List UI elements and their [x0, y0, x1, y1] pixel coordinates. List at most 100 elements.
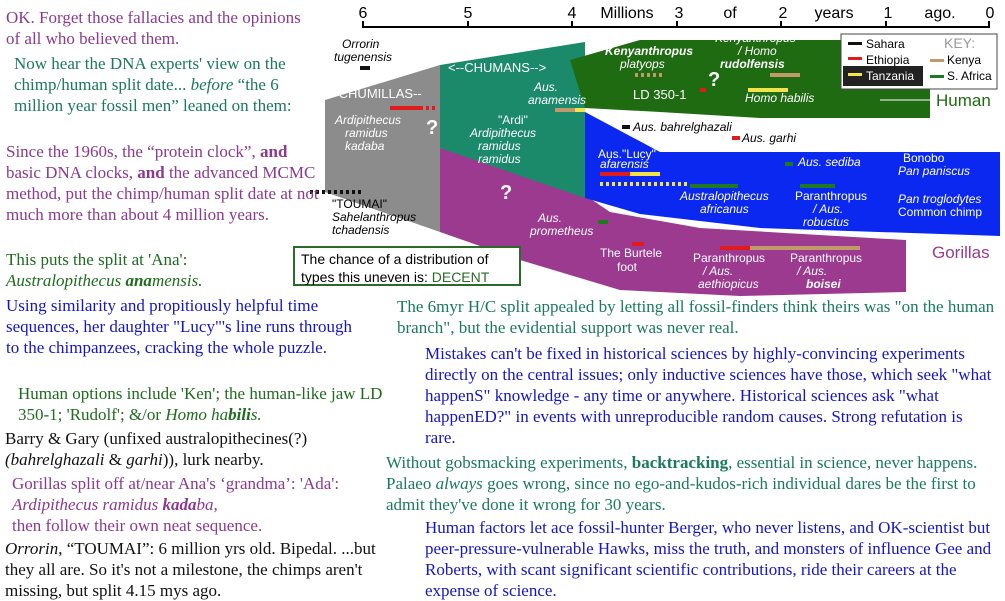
axis-label-years: years — [814, 5, 853, 22]
key-ethiopia: Ethiopia — [866, 53, 910, 67]
left-para-3: Since the 1960s, the “protein clock”, an… — [6, 141, 326, 225]
right-p3-a: Without gobsmacking experiments, — [386, 453, 628, 472]
taxon-boisei: boisei — [806, 277, 841, 291]
chance-value: DECENT — [431, 269, 490, 285]
taxon-habilis: Homo habilis — [745, 91, 814, 105]
left-para-9: Orrorin, “TOUMAI”: 6 million yrs old. Bi… — [5, 538, 405, 601]
chumans-label: <--CHUMANS--> — [448, 60, 546, 75]
taxon-foot: foot — [617, 260, 638, 274]
left-para-6: Human options include 'Ken'; the human-l… — [18, 383, 398, 425]
left-p7-e: )), lurk nearby. — [162, 450, 264, 469]
taxon-aethiopicus: aethiopicus — [698, 277, 759, 291]
key-kenya: Kenya — [947, 53, 981, 67]
taxon-sediba: Aus. sediba — [797, 155, 861, 169]
left-p9-orrorin: Orrorin — [5, 539, 59, 558]
taxon-kadaba: kadaba — [345, 139, 385, 153]
left-p3-c: basic DNA clocks, — [6, 163, 134, 182]
left-para-7: Barry & Gary (unfixed australopithecines… — [5, 428, 375, 470]
right-para-2: Mistakes can't be fixed in historical sc… — [425, 344, 992, 447]
axis-label-ago: ago. — [924, 5, 955, 22]
left-p3-e: the advanced MCMC method, put the chimp/… — [6, 163, 319, 224]
left-p7-a: Barry & Gary (unfixed australopithecines… — [5, 429, 308, 448]
left-p3-and2: and — [137, 163, 165, 182]
taxon-aus4: / Aus. — [702, 264, 733, 278]
right-para-3: Without gobsmacking experiments, backtra… — [386, 452, 998, 515]
taxon-orrorin: Orrorin — [342, 37, 380, 51]
time-axis: 6 5 4 3 2 1 0 Millions of years ago. — [359, 5, 995, 28]
axis-label-millions: Millions — [600, 5, 653, 22]
tick-label: 4 — [568, 5, 577, 22]
taxon-tchadensis: tchadensis — [332, 223, 389, 237]
taxon-rudolfensis: rudolfensis — [720, 57, 785, 71]
taxon-kenyanthropus2: Kenyanthropus — [715, 31, 796, 45]
left-p6-s: s. — [250, 405, 262, 424]
left-p7-amp: & — [104, 450, 127, 469]
human-label: Human — [936, 91, 991, 110]
taxon-aus2: / Aus. — [812, 202, 843, 216]
taxon-troglodytes: Pan troglodytes — [898, 192, 981, 206]
taxon-aus5: / Aus. — [796, 264, 827, 278]
question-mark: ? — [708, 69, 720, 91]
left-p4-genus: Australopithecus — [6, 271, 122, 290]
left-para-2: Now hear the DNA experts' view on the ch… — [14, 53, 304, 116]
left-p6-a: Human options include 'Ken'; the human-l… — [18, 384, 383, 424]
left-p4-a: This puts the split at 'Ana': — [6, 250, 188, 269]
left-p2-before: before — [190, 75, 234, 94]
taxon-paniscus: Pan paniscus — [898, 164, 970, 178]
chimp-branch — [585, 112, 1000, 236]
taxon-ardipithecus: Ardipithecus — [334, 113, 401, 127]
taxon-toumai: "TOUMAI" — [332, 197, 387, 211]
left-p2-tail: “the 6 million year fossil men” leaned o… — [14, 75, 292, 115]
taxon-ld350: LD 350-1 — [633, 87, 686, 102]
gorillas-label: Gorillas — [932, 243, 990, 262]
question-mark: ? — [500, 182, 512, 204]
taxon-sahelanthropus: Sahelanthropus — [332, 210, 416, 224]
taxon-afarensis: afarensis — [600, 157, 649, 171]
chance-line2: types this uneven is: — [301, 269, 428, 285]
taxon-aus: Aus. — [533, 80, 558, 94]
axis-label-of: of — [723, 5, 737, 22]
human-branch — [570, 40, 930, 118]
chance-box: The chance of a distribution of types th… — [293, 246, 521, 286]
left-p2-text: Now hear the DNA experts' view on the ch… — [14, 54, 286, 94]
fossil-markers — [310, 66, 930, 250]
key: KEY: Sahara Ethiopia Tanzania Kenya S. A… — [840, 33, 998, 90]
right-para-4: Human factors let ace fossil-hunter Berg… — [425, 518, 992, 600]
taxon-africanus: africanus — [700, 202, 749, 216]
taxon-homo: / Homo — [737, 44, 777, 58]
tick-label: 2 — [779, 5, 788, 22]
tick-label: 1 — [884, 5, 893, 22]
right-p3-backtracking: backtracking — [631, 453, 729, 472]
tick-label: 5 — [464, 5, 473, 22]
left-p8-a: Gorillas split off at/near Ana's ‘grandm… — [12, 474, 340, 493]
taxon-paranthropus2: Paranthropus — [693, 251, 765, 265]
left-p8-genus: Ardipithecus ramidus — [12, 495, 159, 514]
chumillas-label: --CHUMILLAS-- — [330, 86, 422, 101]
taxon-robustus: robustus — [803, 215, 849, 229]
left-p7-bahrel: (bahrelghazali — [5, 450, 105, 469]
taxon-platyops: platyops — [619, 57, 665, 71]
left-p3-a: Since the 1960s, the “protein clock”, — [6, 142, 256, 161]
taxon-australopithecus: Australopithecus — [679, 189, 769, 203]
taxon-orrorin-species: tugenensis — [334, 50, 392, 64]
tick-label: 3 — [675, 5, 684, 22]
key-title: KEY: — [944, 35, 975, 51]
left-p6-homo: Homo ha — [165, 405, 229, 424]
left-p8-ba: ba, — [196, 495, 218, 514]
left-p7-garhi: garhi — [126, 450, 163, 469]
left-para-5: Using similarity and propitiously helpfu… — [6, 296, 352, 357]
taxon-bonobo: Bonobo — [903, 151, 945, 165]
right-p3-always: always — [435, 474, 483, 493]
left-para-1: OK. Forget those fallacies and the opini… — [6, 8, 301, 48]
left-p8-e: then follow their own neat sequence. — [12, 516, 263, 535]
left-p6-bili: bili — [228, 405, 251, 424]
right-p3-e: goes wrong, since no ego-and-kudos-rich … — [386, 474, 976, 514]
key-sahara: Sahara — [866, 37, 905, 51]
key-tanzania: Tanzania — [866, 69, 914, 83]
tick-label: 6 — [359, 5, 368, 22]
taxon-lucy: Aus."Lucy" — [598, 147, 656, 161]
taxon-prometheus: prometheus — [529, 224, 593, 238]
taxon-aus3: Aus. — [537, 211, 562, 225]
taxon-ardi: "Ardi" — [498, 113, 528, 127]
